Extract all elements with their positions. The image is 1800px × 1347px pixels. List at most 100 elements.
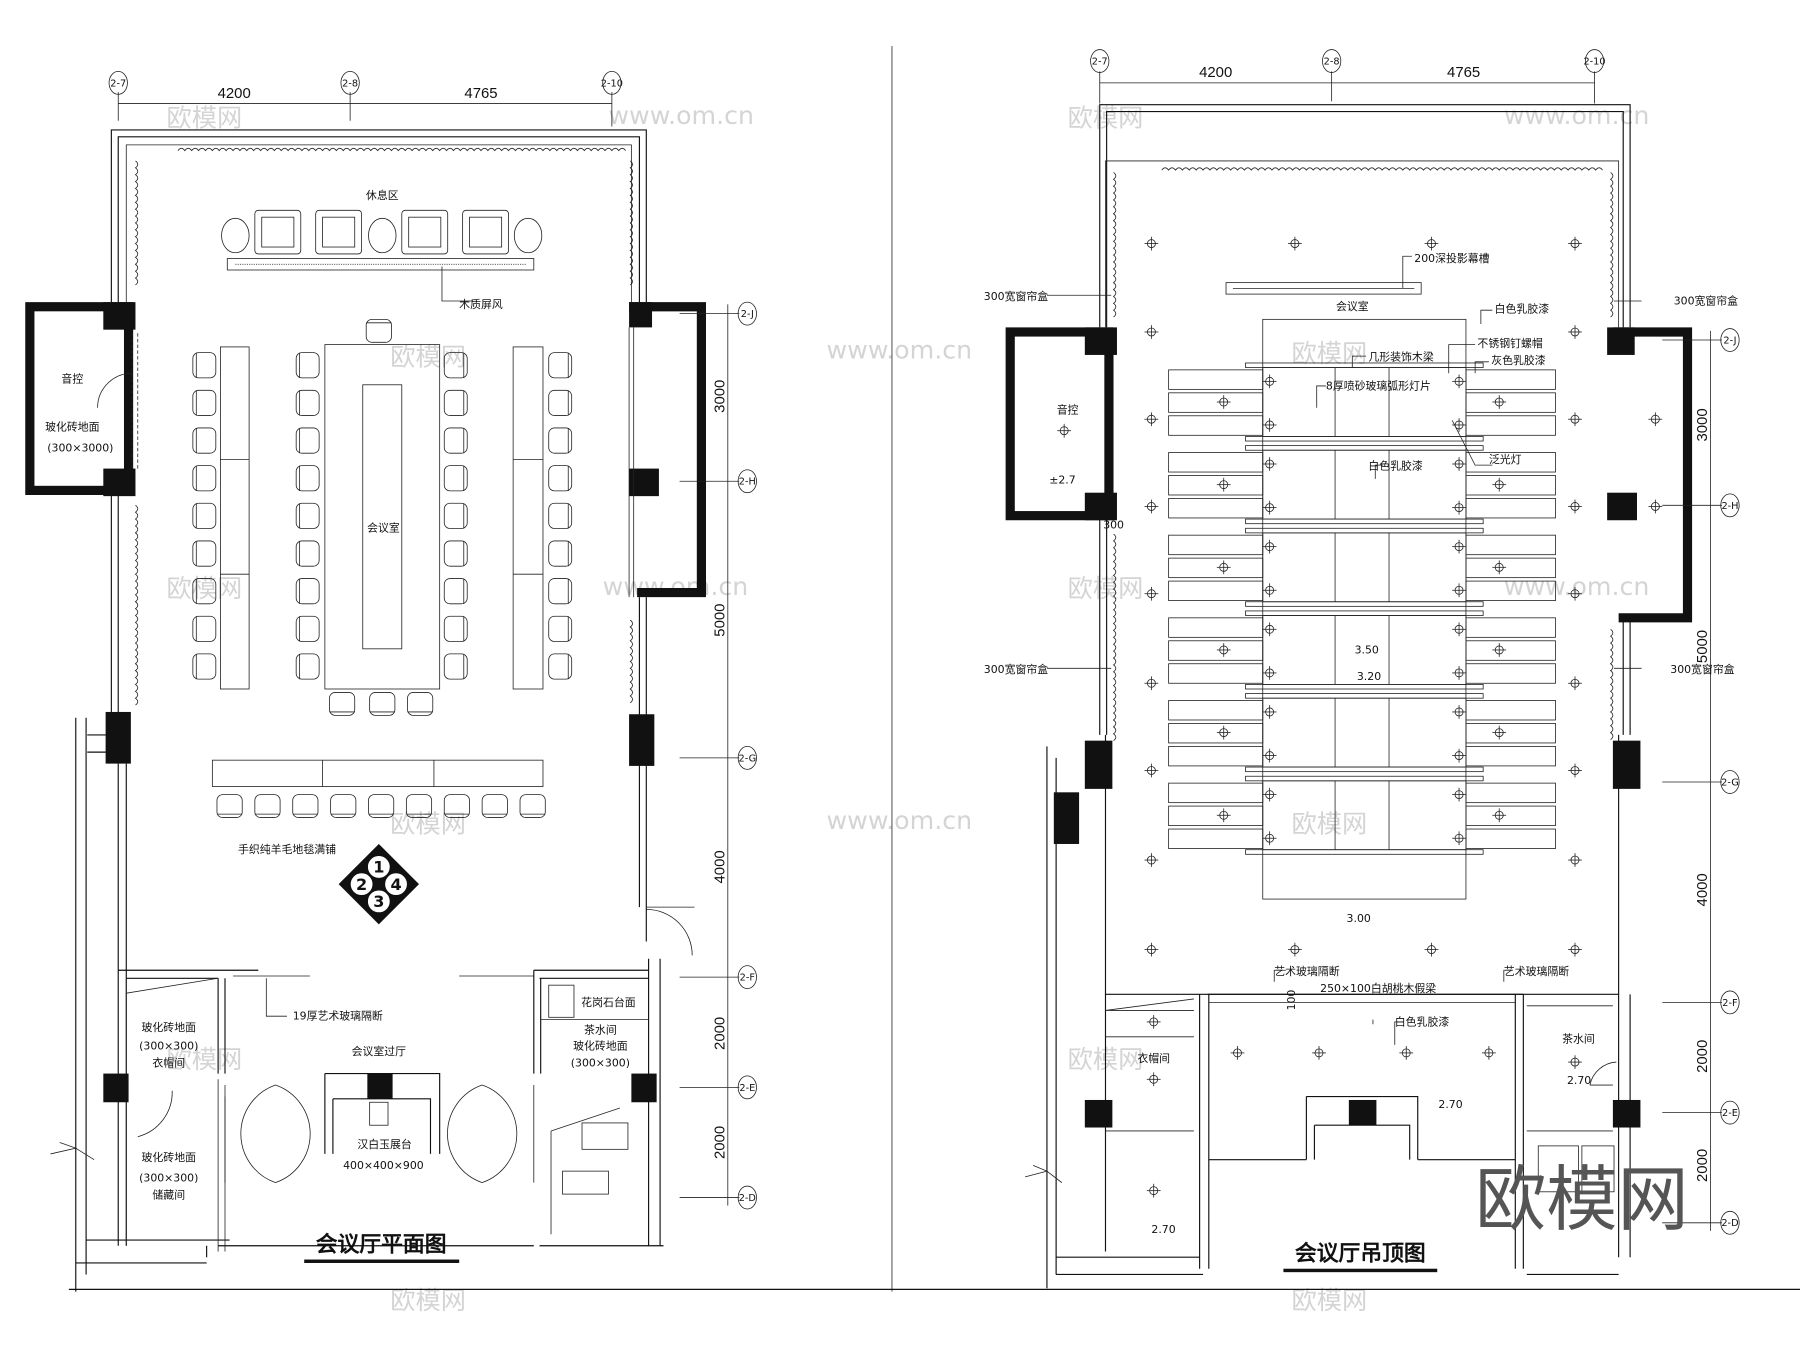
curtain-box-top bbox=[1161, 167, 1603, 171]
axis-label: 2-G bbox=[739, 753, 757, 764]
chair bbox=[329, 692, 356, 716]
chair-seat bbox=[368, 794, 395, 818]
light-fixture-icon bbox=[1216, 643, 1231, 657]
outer-wall-top bbox=[1099, 104, 1631, 328]
chair-seat bbox=[443, 389, 468, 416]
lower-rooms: 19厚艺术玻璃隔断 bbox=[50, 711, 695, 1292]
dimension-4765: 4765 bbox=[464, 85, 497, 102]
chair bbox=[443, 352, 468, 379]
armchair bbox=[401, 209, 449, 255]
side-slat bbox=[1465, 580, 1556, 602]
axis-label: 2-D bbox=[739, 1193, 756, 1204]
armchair bbox=[315, 209, 363, 255]
chair-seat bbox=[192, 615, 217, 642]
dimension-2000: 2000 bbox=[1694, 1040, 1711, 1073]
curtain-top bbox=[177, 147, 626, 152]
light-fixture-icon bbox=[1057, 423, 1072, 438]
light-fixture-icon bbox=[1146, 1015, 1161, 1029]
chair bbox=[295, 653, 320, 680]
armchair-seat bbox=[322, 216, 356, 248]
chair bbox=[443, 653, 468, 680]
armchair-seat bbox=[408, 216, 442, 248]
light-fixture-icon bbox=[1452, 457, 1466, 471]
av-control-room bbox=[25, 302, 139, 497]
chair bbox=[548, 615, 573, 642]
light-fixture-icon bbox=[1568, 586, 1582, 601]
light-fixture-icon bbox=[1568, 412, 1582, 427]
wood-beam bbox=[1245, 693, 1484, 699]
label-rest-area: 休息区 bbox=[366, 188, 399, 202]
axis-bubble-2-j: 2-J bbox=[1662, 328, 1740, 352]
side-slat bbox=[1168, 745, 1264, 767]
axis-circle bbox=[737, 745, 757, 770]
light-fixture-icon bbox=[1262, 539, 1277, 554]
curtain-box-right bbox=[1609, 172, 1614, 318]
right-bay-window bbox=[628, 302, 706, 598]
light-fixture-icon bbox=[1230, 1046, 1245, 1060]
chair bbox=[330, 794, 357, 818]
chair bbox=[192, 352, 217, 379]
dimension-4000: 4000 bbox=[711, 850, 728, 883]
side-slat bbox=[1168, 415, 1264, 436]
axis-circle bbox=[737, 1185, 757, 1210]
light-fixture-icon bbox=[1399, 1046, 1414, 1060]
chair bbox=[443, 540, 468, 567]
front-row-desk bbox=[211, 759, 544, 787]
label-level-tea: 2.70 bbox=[1567, 1074, 1591, 1087]
chair-seat bbox=[443, 465, 468, 492]
light-fixture-icon bbox=[1262, 622, 1277, 637]
label-tile-floor: 玻化砖地面 bbox=[45, 420, 100, 434]
side-slat bbox=[1168, 580, 1264, 602]
chair-seat bbox=[295, 615, 320, 642]
label-av-control: 音控 bbox=[61, 371, 83, 385]
light-fixture-icon bbox=[1452, 831, 1466, 846]
light-fixture-icon bbox=[1452, 622, 1466, 637]
chair-seat bbox=[443, 653, 468, 680]
chair bbox=[192, 615, 217, 642]
wood-beam bbox=[1245, 849, 1484, 855]
ceiling-plan: 4200 4765 2-7 2-8 2-10 bbox=[984, 49, 1740, 1289]
light-fixture-icon bbox=[1492, 643, 1507, 657]
axis-label: 2-F bbox=[1722, 998, 1738, 1009]
chair-seat bbox=[192, 427, 217, 454]
axis-label: 2-8 bbox=[1324, 57, 1340, 68]
light-fixture-icon bbox=[1452, 539, 1466, 554]
axis-label: 2-7 bbox=[1092, 57, 1108, 68]
light-fixture-icon bbox=[1568, 853, 1582, 867]
chair bbox=[548, 653, 573, 680]
side-slat bbox=[1168, 498, 1264, 519]
axis-bubble-2-j: 2-J bbox=[679, 301, 757, 326]
av-control-ceiling bbox=[1005, 327, 1117, 521]
chair bbox=[192, 465, 217, 492]
axis-bubble-2-h: 2-H bbox=[679, 469, 757, 494]
leader-line bbox=[1402, 255, 1412, 289]
side-slat bbox=[1168, 640, 1264, 661]
watermark-url: www.om.cn bbox=[1504, 572, 1650, 601]
label-white-paint: 白色乳胶漆 bbox=[1495, 301, 1550, 315]
label-tea-size: (300×300) bbox=[571, 1057, 630, 1070]
side-slat bbox=[1168, 723, 1264, 744]
side-slat bbox=[1465, 782, 1556, 804]
chair bbox=[443, 578, 468, 605]
armchair-seat bbox=[261, 216, 295, 248]
chair bbox=[443, 465, 468, 492]
armchair-seat bbox=[469, 216, 503, 248]
leader-lines bbox=[1046, 294, 1642, 1045]
chair bbox=[369, 692, 396, 716]
light-fixture-icon bbox=[1452, 787, 1466, 802]
label-stand-size: 400×400×900 bbox=[343, 1159, 424, 1172]
light-fixture-icon bbox=[1452, 374, 1466, 389]
chair-seat bbox=[548, 502, 573, 529]
side-slat bbox=[1465, 392, 1556, 413]
light-fixture-icon bbox=[1144, 236, 1159, 251]
chair bbox=[443, 615, 468, 642]
light-fixture-icon bbox=[1424, 236, 1439, 251]
dimension-4200: 4200 bbox=[218, 85, 251, 102]
watermark-brand: 欧模网 bbox=[1291, 809, 1367, 838]
ceiling-beam-group bbox=[1168, 610, 1556, 690]
lounge-furniture bbox=[221, 209, 543, 302]
curtain-right-lower bbox=[629, 619, 633, 704]
axis-label: 2-J bbox=[741, 309, 754, 320]
axis-circle bbox=[737, 1075, 757, 1100]
chair-seat bbox=[192, 653, 217, 680]
